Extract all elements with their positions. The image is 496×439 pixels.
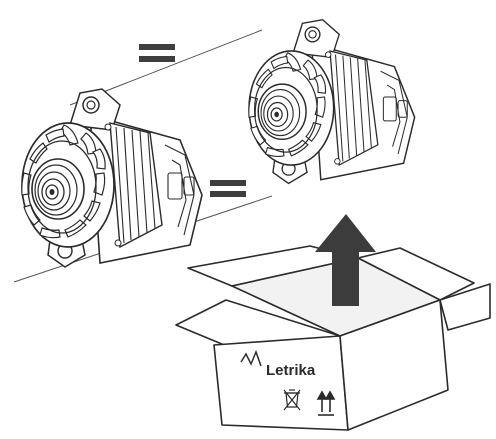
replacement-alternator-icon: [248, 18, 416, 185]
letrika-wave-logo-icon: [240, 349, 262, 367]
crossed-out-bin-icon: [283, 389, 301, 411]
alternator-icon: [20, 88, 203, 268]
equals-sign-icon: [139, 44, 175, 62]
box-brand-name: Letrika: [266, 362, 316, 379]
this-side-up-arrows-icon: [316, 390, 336, 416]
up-arrow-icon: [315, 214, 376, 306]
equals-sign-icon-lower: [210, 180, 246, 197]
